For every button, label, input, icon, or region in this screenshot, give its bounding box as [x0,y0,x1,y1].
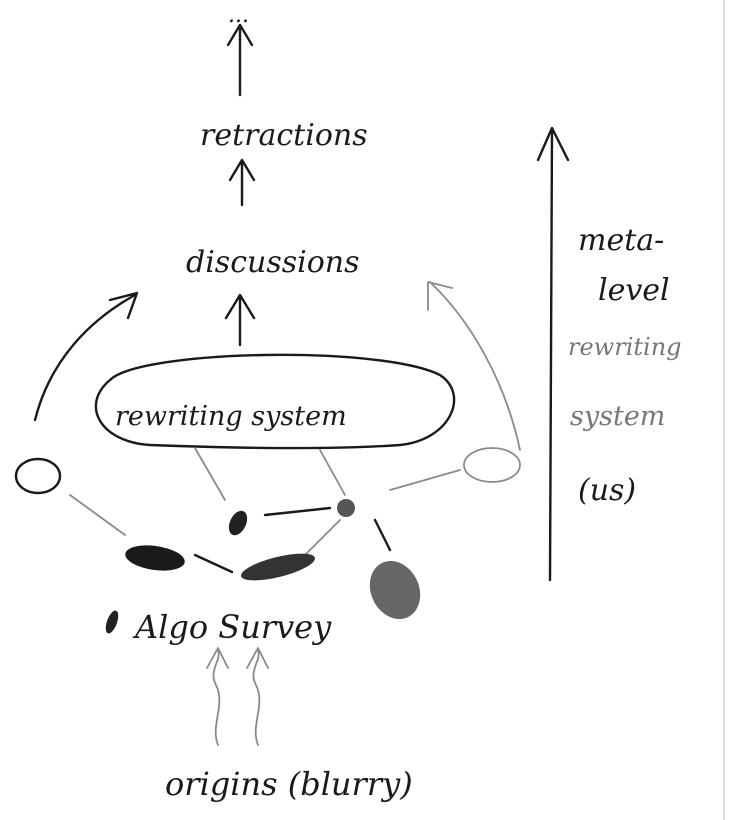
edge [193,553,234,574]
node-rewriting-system: rewriting system [115,401,347,432]
blob-node [105,610,119,634]
rewriting-system-outline [94,353,456,450]
arrow-right-to-discussions [427,281,521,451]
node-retractions: retractions [200,118,368,153]
open-node-right [463,447,521,483]
pointer-line [194,447,226,501]
node-discussions: discussions [186,245,359,280]
blob-node [369,560,421,620]
node-algo-survey: Algo Survey [132,608,332,646]
top-ellipsis: ... [228,3,249,28]
edge [373,518,392,552]
blob-node [337,499,355,517]
edge [263,506,332,517]
edge [69,494,126,536]
meta-label-line5: (us) [578,473,636,508]
blob-node [228,510,248,536]
wavy-arrow-origins [246,647,269,746]
meta-label-line1: meta- [578,223,664,258]
arrow-left-to-discussions [33,291,139,422]
wavy-arrow-origins [206,647,229,746]
arrow-up-discussions [224,293,256,347]
meta-label-line2: level [598,273,670,308]
arrow-up-top [226,23,254,97]
blob-node [125,545,185,571]
meta-level-arrow [536,126,570,582]
blob-node [241,553,315,581]
edge [389,469,461,491]
pointer-line [319,449,346,496]
arrow-up-retractions [228,158,256,207]
node-origins: origins (blurry) [165,765,413,803]
meta-label-line4: system [570,401,665,432]
edge [299,519,341,561]
open-node-left [14,457,62,495]
meta-label-line3: rewriting [568,333,682,361]
